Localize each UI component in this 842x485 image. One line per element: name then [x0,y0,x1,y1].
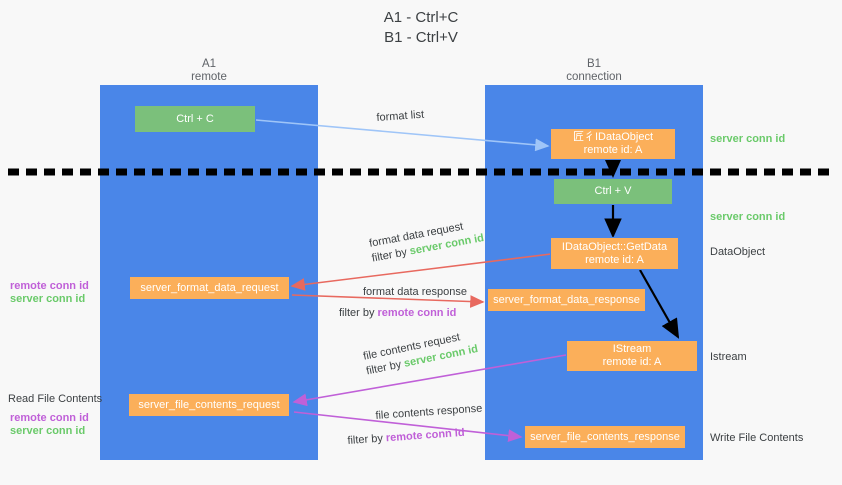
box-idataobject-line1: 匠彳IDataObject [572,131,654,143]
box-istream[interactable]: IStream remote id: A [566,340,698,372]
annotation-format-data-response-title: format data response [363,286,467,298]
annotation-format-data-request: format data request filter by server con… [368,216,485,266]
box-ctrl-v[interactable]: Ctrl + V [553,178,673,205]
label-left-remote-conn-id-1: remote conn id [10,280,89,292]
lane-a1-sub: remote [191,71,227,83]
annotation-format-list-text: format list [376,108,425,124]
label-right-server-conn-id-mid: server conn id [710,211,786,223]
label-left-read-file-contents: Read File Contents [8,393,103,405]
box-getdata-line1: IDataObject::GetData [561,240,668,253]
annotation-format-data-response: format data response [363,285,467,300]
label-right-dataobject: DataObject [710,246,766,258]
lane-a1-name: A1 [201,58,217,70]
annotation-format-list: format list [376,108,425,126]
lane-b1-name: B1 [586,58,602,70]
annotation-format-data-response-filter: filter by remote conn id [339,306,456,321]
box-istream-line1: IStream [612,343,652,355]
box-server-format-data-request[interactable]: server_format_data_request [129,276,290,300]
label-right-server-conn-id-top: server conn id [710,133,786,145]
lane-b1-header: B1 connection [485,58,703,84]
label-left-server-conn-id-2: server conn id [10,425,86,437]
filter-prefix: filter by [339,307,378,319]
remote-conn-id-token: remote conn id [385,426,465,445]
annotation-file-contents-request: file contents request filter by server c… [362,327,479,379]
box-istream-line2: remote id: A [602,356,662,368]
lane-b1-sub: connection [566,71,622,83]
box-server-format-data-response[interactable]: server_format_data_response [487,288,646,312]
annotation-file-contents-response: file contents response [375,402,483,424]
box-server-file-contents-response[interactable]: server_file_contents_response [524,425,686,449]
page-title: A1 - Ctrl+C B1 - Ctrl+V [0,8,842,48]
box-server-format-data-response-label: server_format_data_response [493,293,640,306]
label-right-istream: Istream [710,351,747,363]
label-left-remote-conn-id-2: remote conn id [10,412,89,424]
label-left-server-conn-id-1: server conn id [10,293,86,305]
box-idataobject-line2: remote id: A [583,144,643,156]
box-idataobject[interactable]: 匠彳IDataObject remote id: A [550,128,676,160]
annotation-file-contents-response-filter: filter by remote conn id [347,426,465,449]
box-ctrl-c-label: Ctrl + C [176,112,214,125]
box-getdata-line2: remote id: A [585,253,644,266]
lane-a1-header: A1 remote [100,58,318,84]
box-ctrl-v-label: Ctrl + V [594,185,632,197]
box-server-file-contents-request[interactable]: server_file_contents_request [128,393,290,417]
annotation-file-contents-response-title: file contents response [375,402,483,422]
box-server-format-data-request-label: server_format_data_request [140,281,279,294]
remote-conn-id-token: remote conn id [377,307,457,319]
box-server-file-contents-request-label: server_file_contents_request [138,398,280,411]
box-server-file-contents-response-label: server_file_contents_response [530,430,680,443]
title-line-2: B1 - Ctrl+V [384,29,458,46]
box-getdata[interactable]: IDataObject::GetData remote id: A [550,237,679,270]
label-right-write-file-contents: Write File Contents [710,432,804,444]
box-ctrl-c[interactable]: Ctrl + C [134,105,256,133]
title-line-1: A1 - Ctrl+C [383,9,459,26]
filter-prefix: filter by [347,432,387,447]
